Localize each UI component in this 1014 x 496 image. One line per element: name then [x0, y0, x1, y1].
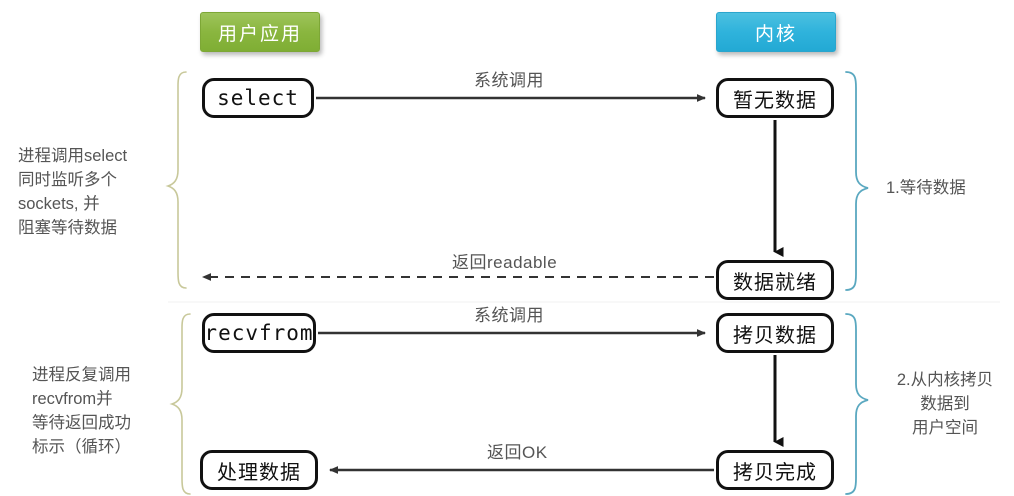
header-user-application: 用户应用: [200, 12, 320, 52]
node-recvfrom[interactable]: recvfrom: [202, 313, 316, 353]
label-return-readable: 返回readable: [452, 253, 558, 272]
node-select[interactable]: select: [202, 78, 314, 118]
annotation-right-bottom: 2.从内核拷贝 数据到 用户空间: [896, 371, 994, 437]
node-copy-data[interactable]: 拷贝数据: [716, 313, 834, 353]
label-syscall-2: 系统调用: [474, 306, 544, 325]
annotation-left-bottom: 进程反复调用 recvfrom并 等待返回成功 标示（循环）: [32, 366, 131, 456]
annotation-right-top: 1.等待数据: [886, 179, 966, 197]
label-syscall-1: 系统调用: [474, 71, 544, 90]
node-process-data[interactable]: 处理数据: [200, 450, 318, 490]
annotation-left-top: 进程调用select 同时监听多个 sockets, 并 阻塞等待数据: [18, 147, 128, 237]
brace-right-top: [845, 71, 869, 291]
node-no-data[interactable]: 暂无数据: [716, 78, 834, 118]
node-copy-done[interactable]: 拷贝完成: [716, 450, 834, 490]
brace-right-bottom: [845, 313, 869, 495]
node-data-ready[interactable]: 数据就绪: [716, 260, 834, 300]
label-return-ok: 返回OK: [487, 443, 548, 462]
header-kernel: 内核: [716, 12, 836, 52]
